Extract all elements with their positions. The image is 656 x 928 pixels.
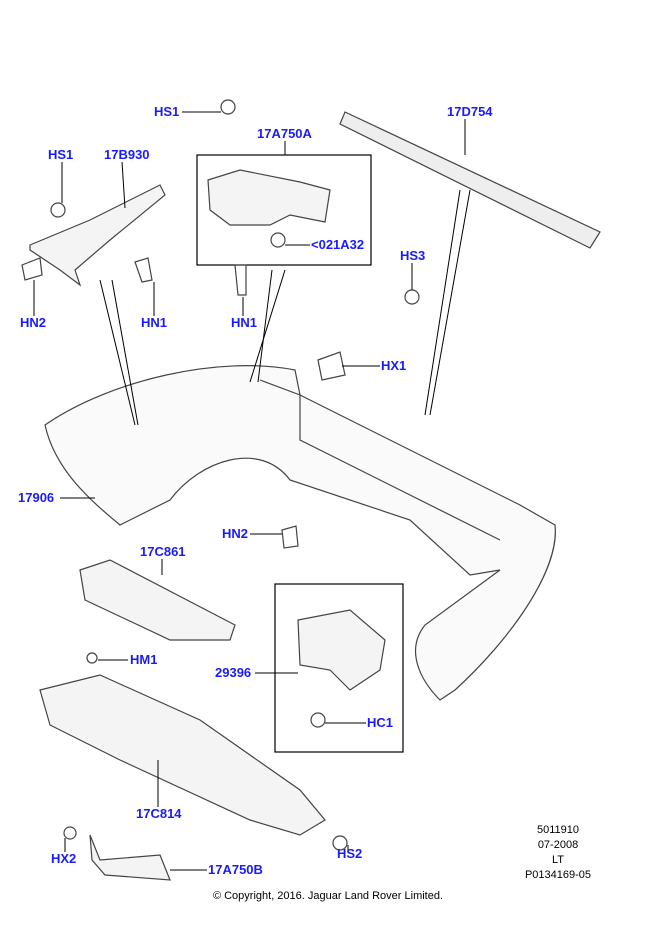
callout-hs1-left[interactable]: HS1 (48, 147, 74, 162)
clip-HN2-left (21, 257, 43, 281)
bumper-cover-17906 (44, 365, 556, 701)
callout-hx2[interactable]: HX2 (51, 851, 77, 866)
callout-hn2-left[interactable]: HN2 (20, 315, 47, 330)
clip-HN2-mid (281, 525, 299, 549)
callout-021A32[interactable]: <021A32 (311, 237, 365, 252)
callout-hs1-top[interactable]: HS1 (154, 104, 180, 119)
callout-hn1-mid[interactable]: HN1 (231, 315, 258, 330)
callout-17C814[interactable]: 17C814 (136, 806, 182, 821)
screw-HS1-top (220, 99, 236, 115)
fastener-HN1-mid (234, 264, 247, 296)
callout-hs2[interactable]: HS2 (337, 846, 363, 861)
callout-29396[interactable]: 29396 (215, 665, 252, 680)
callout-17A750B[interactable]: 17A750B (208, 862, 263, 877)
clip-HM1 (86, 652, 98, 664)
callout-17D754[interactable]: 17D754 (447, 104, 493, 119)
bracket-17C861 (79, 559, 236, 641)
callout-hs3[interactable]: HS3 (400, 248, 426, 263)
clip-HC1 (310, 712, 326, 728)
callout-hx1[interactable]: HX1 (381, 358, 407, 373)
leader-lines (33, 111, 471, 871)
callout-hn2-mid[interactable]: HN2 (222, 526, 249, 541)
bracket-29396 (297, 609, 386, 691)
callout-hc1[interactable]: HC1 (367, 715, 394, 730)
bracket-17A750A (207, 169, 331, 226)
fastener-HN1-left (134, 257, 153, 283)
clip-HX1 (317, 351, 346, 381)
bracket-17B930 (29, 184, 166, 287)
reference-block: 5011910 07-2008 LT P0134169-05 (498, 823, 618, 883)
callout-hn1-left[interactable]: HN1 (141, 315, 168, 330)
screw-HS2 (332, 835, 348, 851)
29396-group-box (274, 583, 404, 753)
reference-number: 5011910 (536, 824, 579, 836)
clip-HX2 (63, 826, 77, 840)
callout-17906[interactable]: 17906 (18, 490, 55, 505)
copyright-notice: © Copyright, 2016. Jaguar Land Rover Lim… (212, 890, 444, 902)
reference-date: 07-2008 (537, 839, 579, 851)
bracket-17A750B (89, 834, 171, 881)
beam-17C814 (39, 674, 326, 836)
bumper-inner-edge (259, 379, 501, 541)
screw-HS1-left (50, 202, 66, 218)
callout-17B930[interactable]: 17B930 (104, 147, 150, 162)
reference-code: LT (551, 854, 565, 866)
screw-HS3 (404, 289, 420, 305)
trim-strip-17D754 (339, 111, 601, 249)
nut-021A32 (270, 232, 286, 248)
illustration-number: P0134169-05 (524, 869, 592, 881)
callout-17A750A[interactable]: 17A750A (257, 126, 312, 141)
17A750A-group-box (196, 154, 372, 266)
callout-hm1[interactable]: HM1 (130, 652, 158, 667)
callout-17C861[interactable]: 17C861 (140, 544, 186, 559)
